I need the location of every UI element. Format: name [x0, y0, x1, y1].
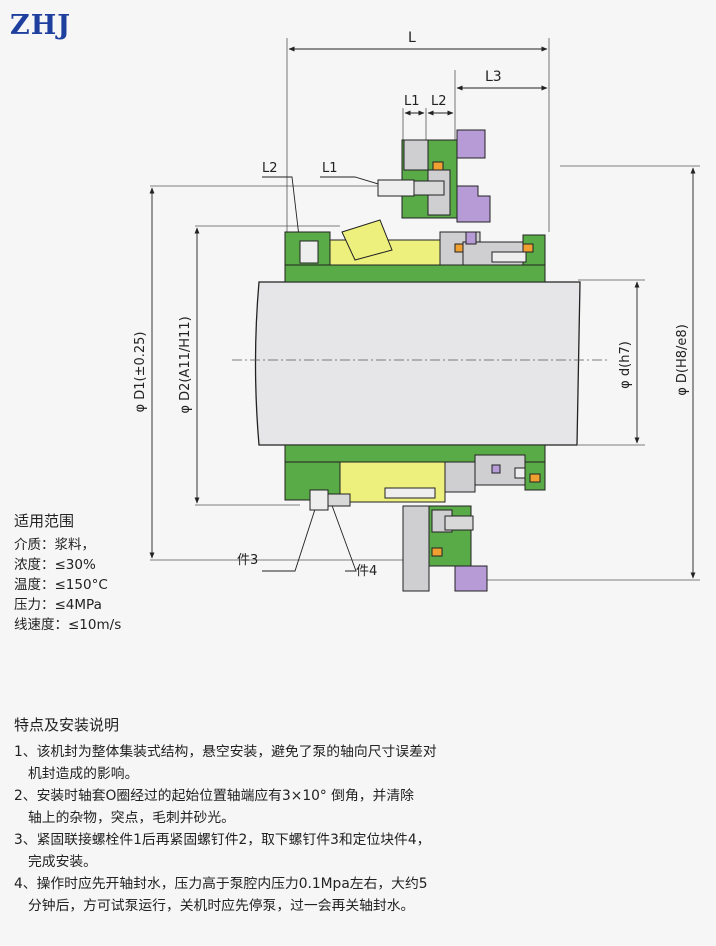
note-line: 2、安装时轴套O圈经过的起始位置轴端应有3×10° 倒角，并清除 [14, 788, 414, 804]
scope-item-medium: 介质：浆料， [14, 537, 95, 553]
leader-L1-label: L1 [322, 161, 338, 176]
dim-phiD1-label: φ D1(±0.25) [133, 332, 148, 413]
note-line: 完成安装。 [28, 854, 97, 870]
product-title: ZHJ [10, 10, 71, 41]
dim-phiD2-label: φ D2(A11/H11) [178, 316, 193, 413]
leader-L2-label: L2 [262, 161, 278, 176]
note-line: 1、该机封为整体集装式结构，悬空安装，避免了泵的轴向尺寸误差对 [14, 744, 437, 760]
dim-L1-label: L1 [404, 94, 420, 109]
shaft [254, 281, 581, 446]
lower-seal-assembly [284, 444, 546, 592]
note-item: 2、安装时轴套O圈经过的起始位置轴端应有3×10° 倒角，并清除 轴上的杂物，突… [14, 785, 574, 829]
note-line: 轴上的杂物，突点，毛刺并砂光。 [28, 810, 235, 826]
scope-item-concentration: 浓度：≤30% [14, 557, 96, 573]
dim-L-label: L [408, 30, 416, 46]
installation-notes: 特点及安装说明 1、该机封为整体集装式结构，悬空安装，避免了泵的轴向尺寸误差对 … [14, 714, 574, 917]
scope-item-speed: 线速度：≤10m/s [14, 617, 122, 633]
upper-seal-assembly [284, 129, 546, 283]
note-item: 3、紧固联接螺栓件1后再紧固螺钉件2，取下螺钉件3和定位块件4， 完成安装。 [14, 829, 574, 873]
scope-item-pressure: 压力：≤4MPa [14, 597, 102, 613]
part4-label: 件4 [356, 564, 377, 579]
dim-L3-label: L3 [485, 69, 502, 85]
dimension-lines [149, 46, 696, 579]
note-line: 机封造成的影响。 [28, 766, 139, 782]
scope-item-temperature: 温度：≤150°C [14, 577, 108, 593]
note-line: 分钟后，方可试泵运行，关机时应先停泵，过一会再关轴封水。 [28, 898, 415, 914]
dim-phiD-label: φ D(H8/e8) [675, 324, 690, 396]
dim-L2-label: L2 [431, 94, 447, 109]
notes-heading: 特点及安装说明 [14, 716, 120, 734]
note-item: 1、该机封为整体集装式结构，悬空安装，避免了泵的轴向尺寸误差对 机封造成的影响。 [14, 741, 574, 785]
note-line: 4、操作时应先开轴封水，压力高于泵腔内压力0.1Mpa左右，大约5 [14, 876, 428, 892]
seal-cross-section-drawing: L L3 L1 L2 L2 L1 件3 件4 φ D1(±0.25) φ D2(… [133, 30, 700, 592]
dim-phid-label: φ d(h7) [618, 341, 633, 389]
note-item: 4、操作时应先开轴封水，压力高于泵腔内压力0.1Mpa左右，大约5 分钟后，方可… [14, 873, 574, 917]
extension-lines [150, 38, 700, 581]
scope-heading: 适用范围 [14, 512, 75, 530]
application-scope: 适用范围 介质：浆料， 浓度：≤30% 温度：≤150°C 压力：≤4MPa 线… [14, 511, 121, 635]
part3-label: 件3 [237, 553, 258, 568]
note-line: 3、紧固联接螺栓件1后再紧固螺钉件2，取下螺钉件3和定位块件4， [14, 832, 431, 848]
